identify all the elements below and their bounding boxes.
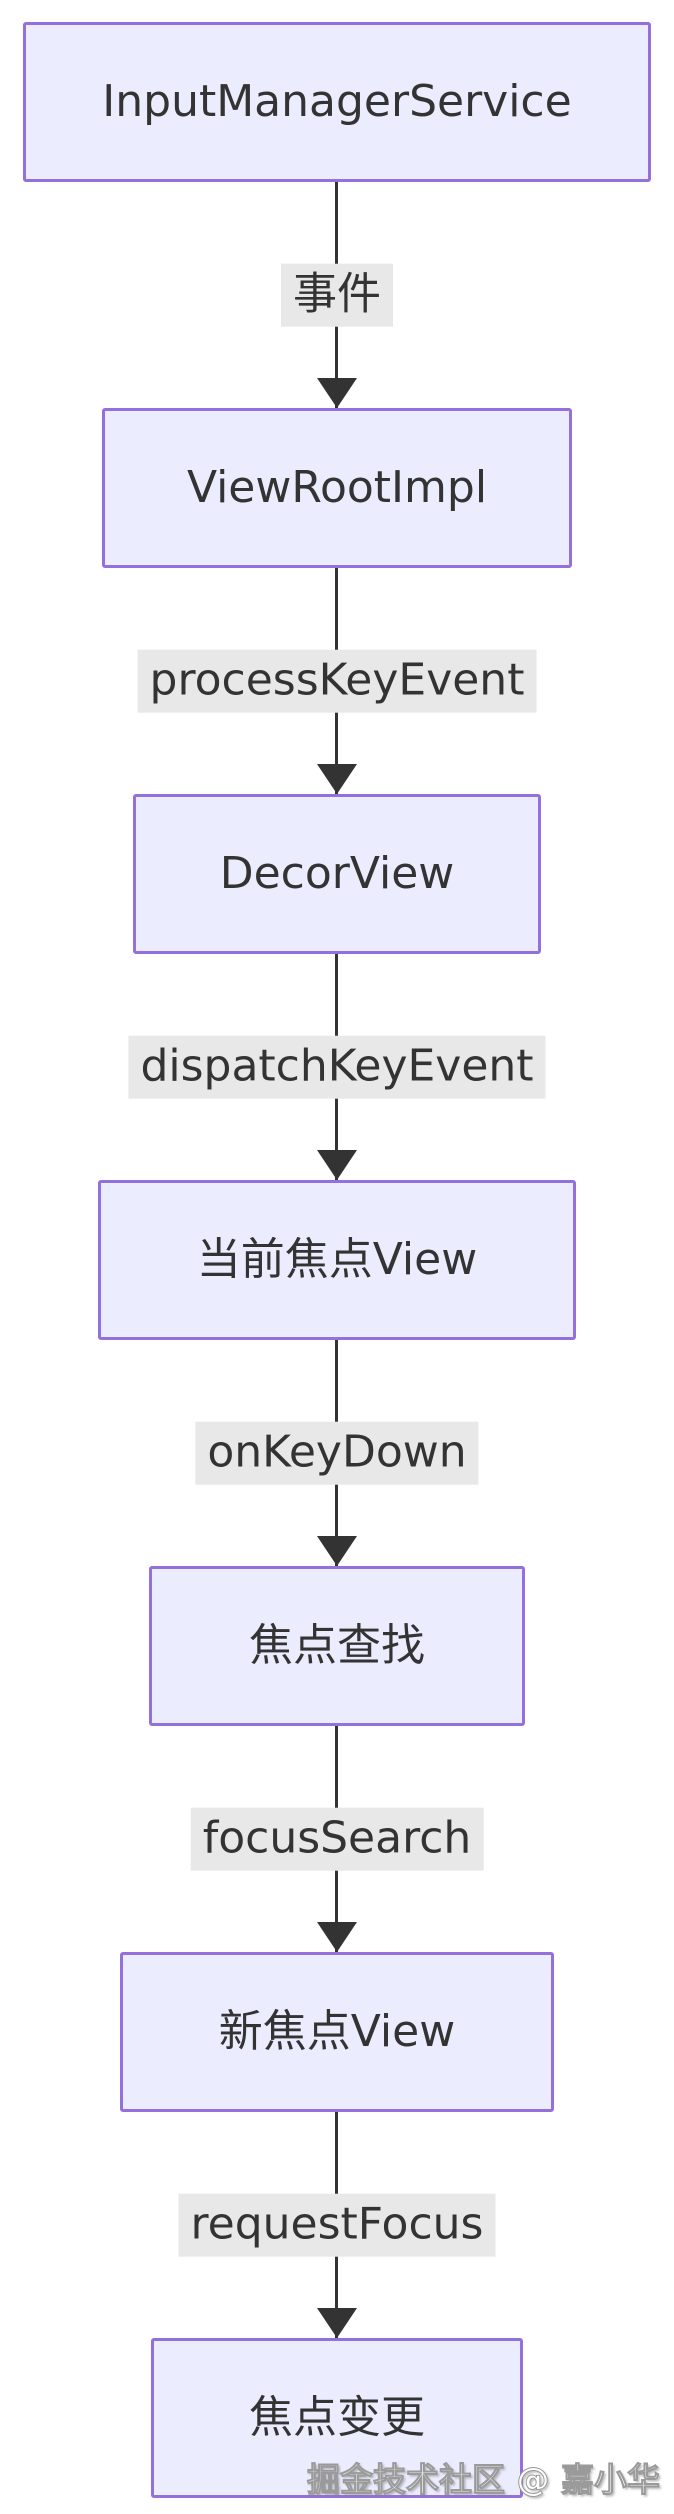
node-focus-search: 焦点查找 — [149, 1566, 525, 1726]
node-decor-view: DecorView — [133, 794, 541, 954]
node-input-manager-service: InputManagerService — [23, 22, 651, 182]
node-focus-change: 焦点变更 — [151, 2338, 523, 2498]
arrow-down-icon — [317, 2308, 357, 2338]
node-label: ViewRootImpl — [186, 461, 488, 513]
arrow-down-icon — [317, 1922, 357, 1952]
node-label: 焦点查找 — [249, 1619, 425, 1671]
edge-label-request-focus: requestFocus — [178, 2193, 496, 2257]
edge-label-process-key-event: processKeyEvent — [137, 649, 537, 713]
node-label: InputManagerService — [102, 75, 572, 127]
node-label: 新焦点View — [218, 2005, 456, 2057]
edge-label-on-key-down: onKeyDown — [195, 1421, 479, 1485]
arrow-down-icon — [317, 378, 357, 408]
node-view-root-impl: ViewRootImpl — [102, 408, 572, 568]
edge-label-dispatch-key-event: dispatchKeyEvent — [128, 1035, 546, 1099]
arrow-down-icon — [317, 764, 357, 794]
node-current-focus-view: 当前焦点View — [98, 1180, 576, 1340]
arrow-down-icon — [317, 1536, 357, 1566]
node-label: 焦点变更 — [249, 2391, 425, 2443]
node-label: DecorView — [219, 847, 455, 899]
node-new-focus-view: 新焦点View — [120, 1952, 554, 2112]
edge-label-event: 事件 — [281, 263, 393, 327]
node-label: 当前焦点View — [196, 1233, 478, 1285]
watermark: 掘金技术社区 @ 嘉小华 — [307, 2460, 661, 2500]
arrow-down-icon — [317, 1150, 357, 1180]
edge-label-focus-search: focusSearch — [190, 1807, 484, 1871]
